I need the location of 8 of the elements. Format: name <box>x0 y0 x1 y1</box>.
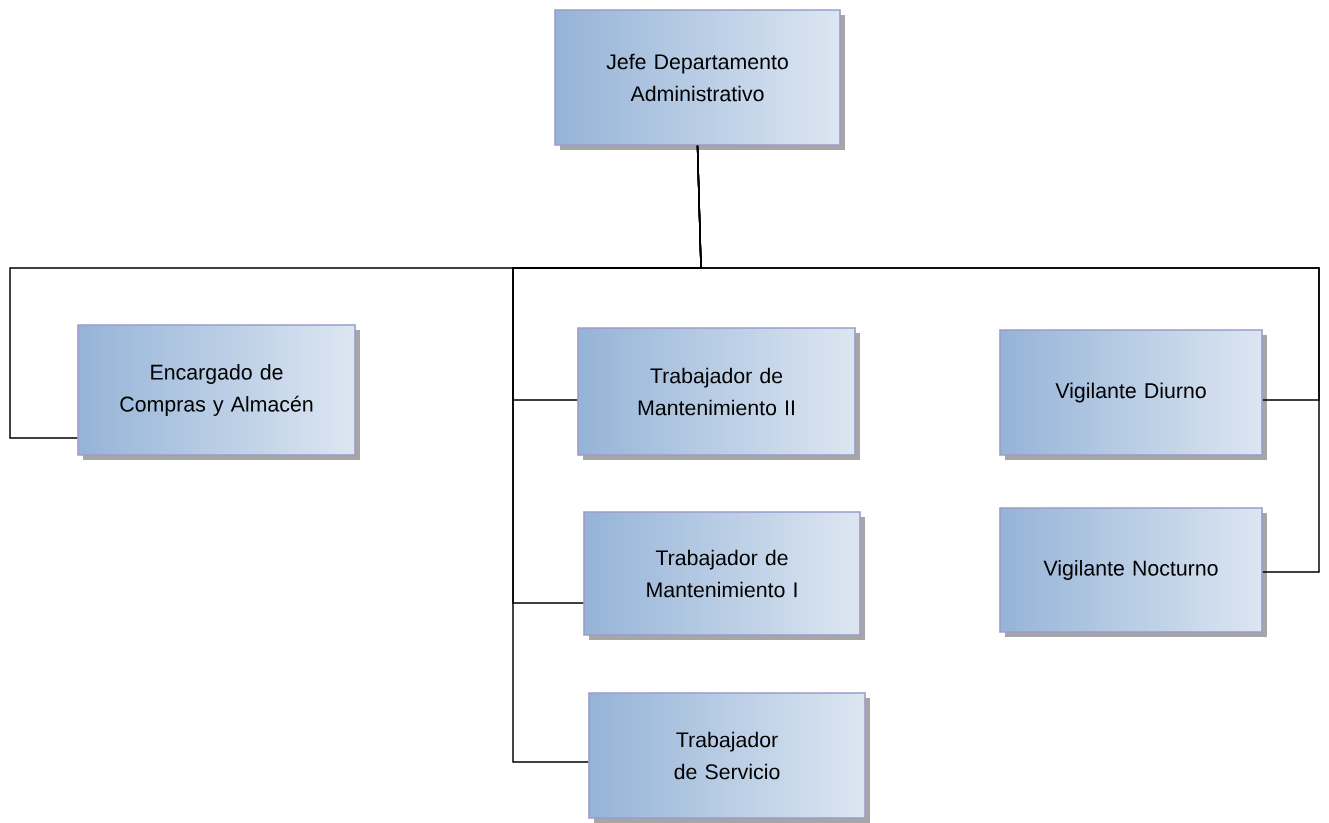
position-box: Trabajador de Servicio <box>588 692 870 823</box>
position-box: Vigilante Diurno <box>999 329 1267 460</box>
position-box: Jefe Departamento Administrativo <box>554 9 845 150</box>
position-box: Vigilante Nocturno <box>999 507 1267 637</box>
position-box: Trabajador de Mantenimiento I <box>583 511 865 640</box>
position-box: Encargado de Compras y Almacén <box>77 324 360 460</box>
connector-line <box>696 145 1320 573</box>
position-box: Trabajador de Mantenimiento II <box>577 327 860 460</box>
